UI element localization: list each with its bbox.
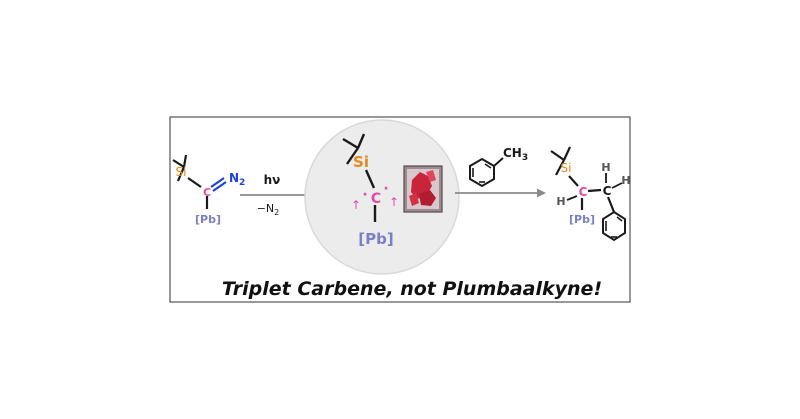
figure-caption: Triplet Carbene, not Plumbaalkyne!	[222, 278, 602, 300]
carbene-si-label: Si	[353, 153, 369, 171]
reactant-molecule: Si C N2 [Pb]	[172, 154, 245, 226]
carbene-radical-dot-left: ·	[362, 187, 367, 203]
carbene-c-label: C	[371, 191, 381, 207]
hv-label: hν	[264, 173, 281, 187]
product-molecule: Si C C H H H [Pb]	[550, 146, 631, 242]
reactant-si-label: Si	[176, 165, 187, 179]
carbene-pb-label: [Pb]	[358, 230, 393, 248]
toluene-structure: CH3	[469, 146, 528, 188]
photolysis-arrow: hν −N2	[240, 173, 312, 217]
reactant-pb-label: [Pb]	[195, 213, 221, 226]
product-h-top: H	[601, 161, 610, 174]
toluene-arrow: CH3	[455, 146, 546, 198]
product-pb-label: [Pb]	[569, 213, 595, 226]
product-c2-label: C	[603, 184, 612, 198]
minus-n2-label: −N2	[257, 202, 280, 217]
carbene-radical-dot-right: ·	[383, 181, 388, 197]
product-h-left: H	[556, 195, 565, 208]
spin-up-arrow-right: ↑	[389, 195, 399, 209]
toluene-methyl-label: CH3	[503, 146, 528, 163]
product-si-label: Si	[561, 161, 572, 175]
reactant-c-label: C	[203, 186, 211, 199]
carbene-circle	[304, 119, 460, 275]
carbene-intermediate: Si C · · ↑ ↑ [Pb]	[304, 119, 460, 275]
spin-up-arrow-left: ↑	[351, 198, 361, 212]
crystal-photo	[403, 165, 443, 213]
reactant-n2-label: N2	[229, 171, 245, 188]
product-h-right: H	[621, 174, 630, 187]
product-c1-label: C	[579, 185, 588, 199]
